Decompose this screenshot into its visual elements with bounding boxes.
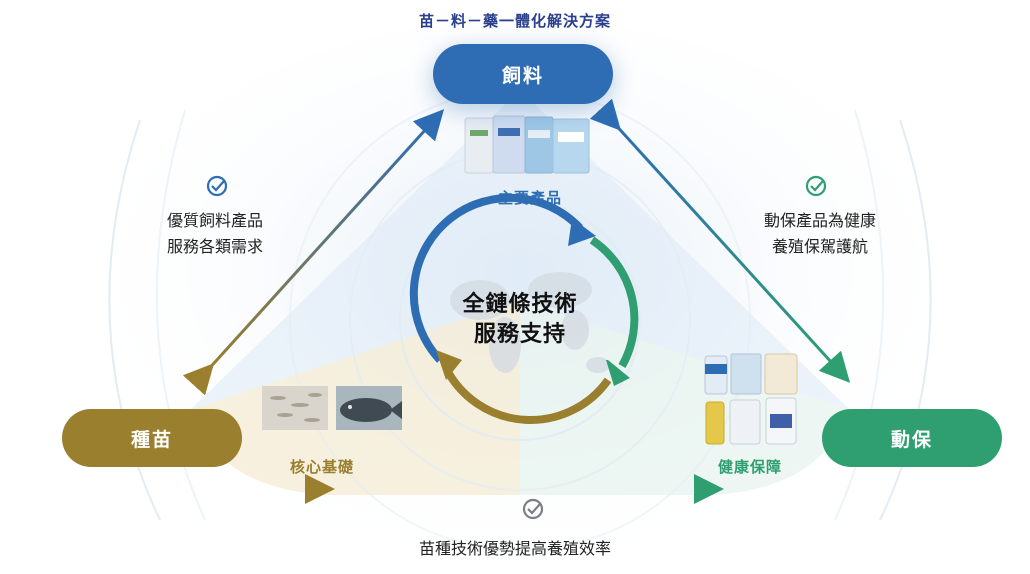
note-health-protection: 動保產品為健康 養殖保駕護航: [745, 208, 895, 260]
caption-main-products: 主要產品: [497, 189, 562, 207]
feed-product-photo: [464, 115, 590, 174]
center-line-1: 全鏈條技術: [462, 292, 578, 317]
node-health: 動保: [822, 409, 1002, 467]
node-seed: 種苗: [62, 409, 242, 467]
caption-core-foundation: 核心基礎: [289, 458, 354, 476]
health-product-photo: [704, 353, 798, 445]
center-line-2: 服務支持: [473, 322, 566, 347]
check-circle-icon: [522, 498, 544, 520]
note-feed-quality: 優質飼料產品 服務各類需求: [150, 208, 280, 260]
world-map-icon: [450, 272, 610, 373]
center-label: 全鏈條技術 服務支持: [440, 290, 600, 350]
seed-product-photo: [262, 386, 402, 430]
note-left-line-1: 優質飼料產品: [166, 211, 263, 230]
note-seed-efficiency: 苗種技術優勢提高養殖效率: [418, 539, 611, 558]
caption-health-guarantee: 健康保障: [717, 458, 782, 476]
cycle-arrows: [409, 193, 639, 424]
node-feed: 飼料: [433, 44, 613, 104]
note-left-line-2: 服務各類需求: [166, 237, 263, 256]
check-circle-icon: [805, 175, 827, 197]
check-circle-icon: [206, 175, 228, 197]
note-right-line-2: 養殖保駕護航: [771, 237, 868, 256]
edge-seed-feed: [182, 109, 445, 396]
edge-feed-health: [589, 98, 851, 383]
note-right-line-1: 動保產品為健康: [763, 211, 876, 230]
diagram-title: 苗－料－藥一體化解決方案: [418, 12, 611, 30]
